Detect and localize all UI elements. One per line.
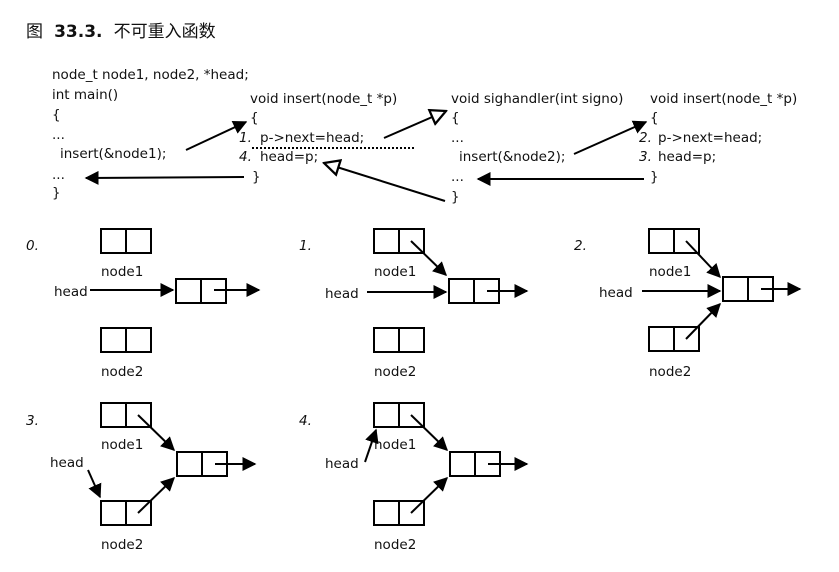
arrow-return-from-signal <box>324 163 446 202</box>
node2-box <box>100 500 152 526</box>
node2-box <box>648 326 700 352</box>
code-line: node_t node1, node2, *head; <box>52 67 249 83</box>
step-label: 1. <box>239 130 252 146</box>
figure-caption: 图 33.3. 不可重入函数 <box>26 22 216 42</box>
code-line: } <box>451 189 460 205</box>
node1-box <box>100 402 152 428</box>
state-step-label: 4. <box>299 413 312 429</box>
code-line: p->next=head; <box>260 130 364 146</box>
code-line: { <box>250 110 259 126</box>
state-3: 3. node1 head node2 <box>26 402 257 553</box>
caption-prefix: 图 <box>26 22 43 42</box>
code-line: ... <box>52 127 65 143</box>
code-insert-first: void insert(node_t *p) { 1. p->next=head… <box>239 91 397 185</box>
code-line: { <box>52 107 61 123</box>
step-label: 3. <box>639 149 652 165</box>
code-line: ... <box>451 130 464 146</box>
state-0: 0. node1 head node2 <box>26 228 261 380</box>
node2-label: node2 <box>101 537 143 553</box>
node2-box <box>373 327 425 353</box>
node1-next-arrow <box>685 240 721 279</box>
node1-label: node1 <box>374 264 416 280</box>
node1-next-arrow <box>410 240 448 276</box>
node1-label: node1 <box>649 264 691 280</box>
state-step-label: 3. <box>26 413 39 429</box>
node2-box <box>100 327 152 353</box>
head-label: head <box>325 456 359 472</box>
node1-box <box>373 402 425 428</box>
code-line: head=p; <box>658 149 716 165</box>
code-line: insert(&node1); <box>60 146 166 162</box>
state-2: 2. node1 head node2 <box>574 228 802 380</box>
code-line: head=p; <box>260 149 318 165</box>
node1-next-arrow <box>410 414 449 451</box>
state-step-label: 2. <box>574 238 587 254</box>
arrow-call-insert-from-handler <box>573 120 648 155</box>
code-line: { <box>451 110 460 126</box>
code-line: } <box>52 185 61 201</box>
node2-next-arrow <box>410 477 449 514</box>
head-label: head <box>599 285 633 301</box>
node1-label: node1 <box>101 264 143 280</box>
node2-next-arrow <box>137 477 176 514</box>
caption-number: 33.3. <box>54 22 102 42</box>
node1-box <box>100 228 152 254</box>
head-label: head <box>54 284 88 300</box>
caption-title: 不可重入函数 <box>114 22 216 42</box>
head-label: head <box>325 286 359 302</box>
code-sighandler: void sighandler(int signo) { ... insert(… <box>451 91 623 205</box>
head-label: head <box>50 455 84 471</box>
step-label: 2. <box>639 130 652 146</box>
code-line: void insert(node_t *p) <box>250 91 397 107</box>
arrow-return-to-main <box>84 170 245 185</box>
state-1: 1. node1 head node2 <box>299 228 529 380</box>
node1-label: node1 <box>101 437 143 453</box>
code-line: ... <box>451 169 464 185</box>
state-step-label: 0. <box>26 238 39 254</box>
code-line: void insert(node_t *p) <box>650 91 797 107</box>
node2-label: node2 <box>649 364 691 380</box>
code-line: ... <box>52 167 65 183</box>
node2-label: node2 <box>374 364 416 380</box>
node2-next-arrow <box>685 302 721 340</box>
code-line: insert(&node2); <box>459 149 565 165</box>
state-4: 4. node1 head node2 <box>299 402 529 553</box>
head-pointer-arrow <box>87 469 102 499</box>
code-insert-second: void insert(node_t *p) { 2. p->next=head… <box>639 91 797 185</box>
node2-label: node2 <box>101 364 143 380</box>
code-line: int main() <box>52 87 118 103</box>
arrow-signal-interrupt <box>383 111 446 139</box>
code-line: } <box>650 169 659 185</box>
code-line: void sighandler(int signo) <box>451 91 623 107</box>
code-main: node_t node1, node2, *head; int main() {… <box>52 67 249 201</box>
state-step-label: 1. <box>299 238 312 254</box>
code-line: { <box>650 110 659 126</box>
node1-box <box>648 228 700 254</box>
arrow-call-insert <box>185 120 248 151</box>
node1-next-arrow <box>137 414 176 451</box>
step-label: 4. <box>239 149 252 165</box>
node2-label: node2 <box>374 537 416 553</box>
node2-box <box>373 500 425 526</box>
node1-label: node1 <box>374 437 416 453</box>
node1-box <box>373 228 425 254</box>
code-line: p->next=head; <box>658 130 762 146</box>
head-pointer-arrow <box>364 428 379 463</box>
code-line: } <box>252 169 261 185</box>
